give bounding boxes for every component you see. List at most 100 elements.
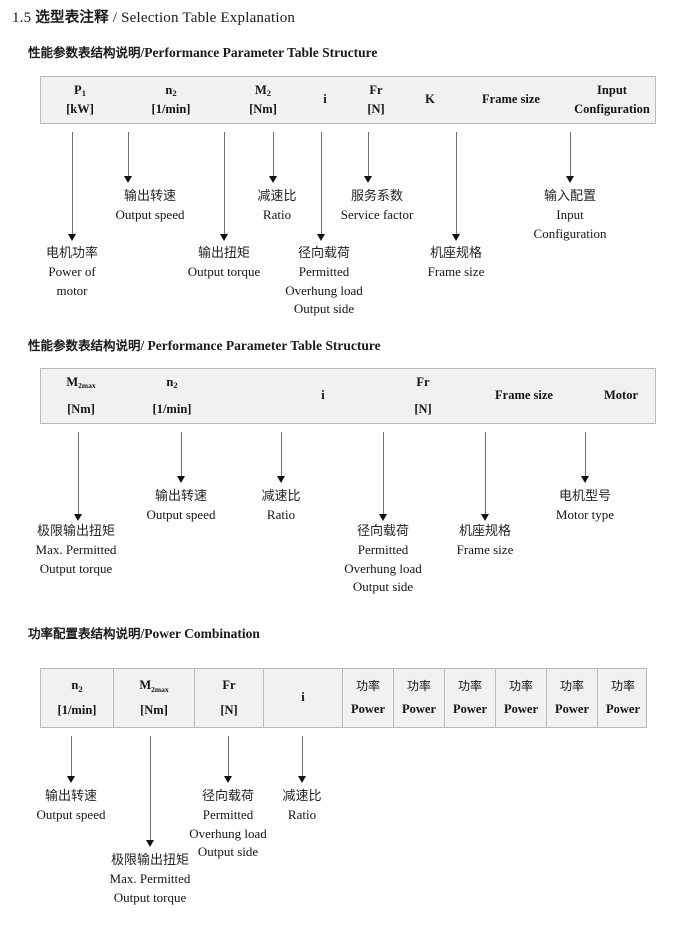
table3-col-power-2-cn: 功率 <box>406 679 431 694</box>
table3-col-power-6-cn: 功率 <box>610 679 635 694</box>
table2-col-fr-symbol: Fr <box>416 374 430 389</box>
connector-line <box>181 432 182 478</box>
table3-col-power-3-en: Power <box>452 701 487 716</box>
table2-col-i: i <box>223 369 423 423</box>
table3-col-power-5-cn: 功率 <box>559 679 584 694</box>
connector-line <box>71 736 72 778</box>
table2-col-n2-unit: [1/min] <box>152 402 192 416</box>
table3-col-power-6-en: Power <box>605 701 640 716</box>
table1-col-frame-size-symbol: Frame size <box>482 92 540 107</box>
table1-col-p1-symbol: P <box>74 82 82 97</box>
table1-col-input-configuration: Input Configuration <box>567 77 657 123</box>
section-heading-en: Performance Parameter Table Structure <box>147 338 381 353</box>
section-heading-performance-2: 性能参数表结构说明/ Performance Parameter Table S… <box>28 335 381 354</box>
page-title-en: Selection Table Explanation <box>121 10 296 26</box>
arrow-head-icon <box>74 514 82 521</box>
page-title-number: 1.5 <box>12 10 32 26</box>
connector-line <box>321 132 322 236</box>
connector-line <box>78 432 79 516</box>
section-heading-en: Performance Parameter Table Structure <box>144 45 378 60</box>
performance-table-1: P1 [kW] n2 [1/min] M2 [Nm] i Fr [N] K Fr… <box>40 76 656 124</box>
table1-col-k: K <box>405 77 455 123</box>
page-title-cn: 选型表注释 <box>35 10 109 26</box>
section-heading-cn: 性能参数表结构说明 <box>28 45 141 60</box>
table3-col-fr: Fr [N] <box>194 669 263 727</box>
section-heading-sep: / <box>140 45 145 60</box>
annotation-motor-type: 电机型号 Motor type <box>555 489 615 523</box>
arrow-head-icon <box>298 776 306 783</box>
table2-col-motor: Motor <box>585 369 657 423</box>
table1-col-fr: Fr [N] <box>347 77 405 123</box>
annotation-output-torque: 输出扭矩 Output torque <box>187 246 261 280</box>
annotation-overhung-load: 径向载荷 Permitted Overhung load Output side <box>285 246 363 317</box>
table2-col-m2max-sub: 2max <box>78 381 96 391</box>
table2-col-fr: Fr [N] <box>383 369 463 423</box>
table3-col-power-5: 功率 Power <box>546 669 597 727</box>
table3-col-power-4: 功率 Power <box>495 669 546 727</box>
table1-col-m2-unit: [Nm] <box>249 102 277 116</box>
table2-col-n2-symbol: n <box>166 374 174 389</box>
table2-col-m2max-unit: [Nm] <box>67 402 95 416</box>
annotation-output-speed: 输出转速 Output speed <box>36 789 106 823</box>
table3-col-m2max: M2max [Nm] <box>113 669 194 727</box>
table3-col-power-2-en: Power <box>401 701 436 716</box>
table2-col-m2max: M2max [Nm] <box>41 369 121 423</box>
arrow-head-icon <box>269 176 277 183</box>
table3-col-i-symbol: i <box>301 690 305 705</box>
arrow-head-icon <box>124 176 132 183</box>
connector-line <box>128 132 129 178</box>
section-heading-power-combination: 功率配置表结构说明/Power Combination <box>28 623 260 642</box>
connector-line <box>150 736 151 842</box>
connector-line <box>570 132 571 178</box>
connector-line <box>456 132 457 236</box>
table3-col-power-2: 功率 Power <box>393 669 444 727</box>
arrow-head-icon <box>566 176 574 183</box>
table1-col-p1-sub: 1 <box>81 88 86 99</box>
section-heading-sep: / <box>140 626 145 641</box>
annotation-ratio: 减速比 Ratio <box>257 189 297 223</box>
table2-col-m2max-symbol: M <box>66 374 79 389</box>
table1-col-n2-symbol: n <box>165 82 173 97</box>
table1-col-fr-symbol: Fr <box>369 82 383 97</box>
connector-line <box>585 432 586 478</box>
table1-col-p1: P1 [kW] <box>41 77 119 123</box>
annotation-max-output-torque: 极限输出扭矩 Max. Permitted Output torque <box>35 524 117 576</box>
table2-col-motor-symbol: Motor <box>603 388 638 403</box>
arrow-head-icon <box>277 476 285 483</box>
table3-col-m2max-sub: 2max <box>151 684 169 694</box>
table1-col-input-unit: Configuration <box>574 102 650 116</box>
section-heading-en: Power Combination <box>144 626 260 641</box>
arrow-head-icon <box>67 776 75 783</box>
annotation-frame-size: 机座规格 Frame size <box>456 524 514 558</box>
page-title-separator: / <box>112 10 118 26</box>
table3-col-fr-symbol: Fr <box>222 678 236 693</box>
table3-col-power-4-cn: 功率 <box>508 679 533 694</box>
table1-col-i-symbol: i <box>323 92 327 107</box>
annotation-overhung-load: 径向载荷 Permitted Overhung load Output side <box>189 789 267 860</box>
table1-col-i: i <box>303 77 347 123</box>
arrow-head-icon <box>177 476 185 483</box>
table2-col-n2: n2 [1/min] <box>121 369 223 423</box>
arrow-head-icon <box>481 514 489 521</box>
table1-col-k-symbol: K <box>425 92 435 107</box>
section-heading-cn: 性能参数表结构说明 <box>28 338 141 353</box>
arrow-head-icon <box>452 234 460 241</box>
table2-col-i-symbol: i <box>321 388 325 403</box>
table2-col-n2-sub: 2 <box>173 380 178 391</box>
table3-col-power-1-en: Power <box>350 701 385 716</box>
connector-line <box>368 132 369 178</box>
table3-col-m2max-symbol: M <box>139 678 152 693</box>
table1-col-fr-unit: [N] <box>367 102 385 116</box>
connector-line <box>72 132 73 236</box>
power-combination-table: n2 [1/min] M2max [Nm] Fr [N] i 功率 Power … <box>40 668 647 728</box>
table2-col-fr-unit: [N] <box>414 402 432 416</box>
table3-col-m2max-unit: [Nm] <box>140 702 168 717</box>
table1-col-input-symbol: Input <box>597 82 627 97</box>
table3-col-power-3: 功率 Power <box>444 669 495 727</box>
table2-col-frame-size-symbol: Frame size <box>495 388 553 403</box>
table1-col-n2: n2 [1/min] <box>119 77 223 123</box>
table3-col-n2-symbol: n <box>71 678 79 693</box>
annotation-max-output-torque: 极限输出扭矩 Max. Permitted Output torque <box>109 853 191 905</box>
annotation-power-of-motor: 电机功率 Power of motor <box>45 246 99 298</box>
arrow-head-icon <box>224 776 232 783</box>
